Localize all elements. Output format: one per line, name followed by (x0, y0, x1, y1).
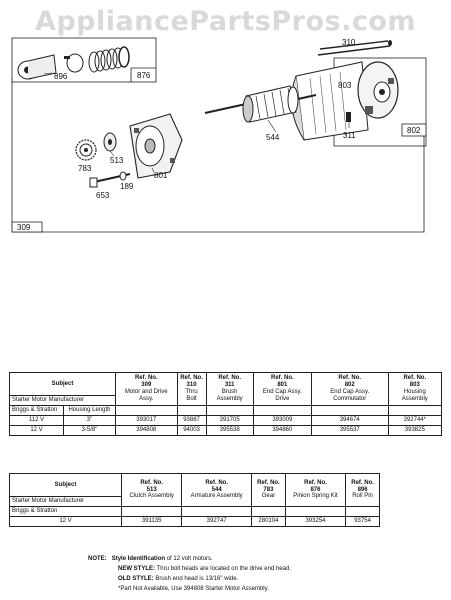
column-header: Ref. No. 513 Clutch Assembly (120, 473, 183, 507)
part-number-cell: 94003 (176, 424, 207, 436)
old-style-label: OLD STYLE: (118, 576, 154, 582)
callout-783: 783 (78, 164, 92, 173)
new-style-text: Thru bolt heads are located on the drive… (156, 566, 291, 572)
thru-bolt-part (317, 40, 392, 56)
callout-801: 801 (154, 171, 168, 180)
column-header: Ref. No. 803 Housing Assembly (387, 372, 443, 406)
bolt-washer-part (89, 171, 131, 188)
part-number-cell: 93754 (345, 515, 380, 527)
table-header-row: Subject Ref. No. 309 Motor and Drive Ass… (9, 372, 443, 406)
part-number-cell: 391705 (205, 414, 254, 426)
old-style-line: OLD STYLE: Brush end head is 13/16" wide… (88, 574, 428, 584)
note-line: NOTE: Style Identification of 12 volt mo… (88, 554, 428, 564)
subject-header: Subject (9, 473, 122, 497)
exploded-parts-diagram: 896 876 309 310 803 31 (11, 37, 427, 233)
commutator-end-box (291, 57, 427, 147)
column-header: Ref. No. 896 Roll Pin (345, 473, 380, 507)
part-number-cell: 391135 (120, 515, 183, 527)
column-header: Ref. No. 311 Brush Assembly (205, 372, 254, 406)
column-header: Ref. No. 802 End Cap Assy. Commutator (310, 372, 389, 406)
inset-876-group (11, 37, 157, 83)
callout-311: 311 (343, 131, 356, 140)
length-cell: 3" (63, 414, 116, 426)
voltage-cell: 12 V (9, 424, 64, 436)
part-number-cell: 392744* (387, 414, 443, 426)
part-number-cell: 392747 (181, 515, 253, 527)
table-row: 112 V 3" 393017 93887 391705 393009 3946… (9, 414, 443, 426)
callout-896: 896 (54, 72, 68, 81)
callout-309: 309 (17, 223, 31, 232)
callout-544: 544 (266, 133, 280, 142)
drive-end-cap-part (129, 113, 183, 179)
table-subheader-row: Briggs & Stratton Housing Length (9, 404, 443, 416)
new-style-line: NEW STYLE: Thru bolt heads are located o… (88, 564, 428, 574)
callout-802: 802 (407, 126, 421, 135)
part-number-cell: 393825 (387, 424, 443, 436)
manufacturer-label: Starter Motor Manufacturer (9, 395, 116, 406)
column-header: Ref. No. 309 Motor and Drive Assy. (115, 372, 178, 406)
column-header: Ref. No. 783 Gear (251, 473, 286, 507)
drive-gear-part (75, 132, 117, 161)
old-style-text: Brush end head is 13/16" wide. (155, 576, 239, 582)
part-number-cell: 394860 (252, 424, 312, 436)
part-number-cell: 394808 (115, 424, 178, 436)
style-identification-text: of 12 volt motors. (166, 556, 213, 562)
column-header: Ref. No. 310 Thru Bolt (176, 372, 207, 406)
parts-table-1-wrap: Subject Ref. No. 309 Motor and Drive Ass… (9, 372, 443, 436)
callout-876: 876 (137, 71, 151, 80)
column-header: Ref. No. 544 Armature Assembly (181, 473, 253, 507)
table-row: 12 V 391135 392747 280104 393254 93754 (9, 515, 380, 527)
callout-513: 513 (110, 156, 124, 165)
part-number-cell: 395538 (205, 424, 254, 436)
notes-section: NOTE: Style Identification of 12 volt mo… (88, 554, 428, 594)
callout-803: 803 (338, 81, 352, 90)
style-identification-label: Style Identification (111, 556, 166, 562)
part-number-cell: 393009 (252, 414, 312, 426)
parts-table-1: Subject Ref. No. 309 Motor and Drive Ass… (9, 372, 443, 436)
briggs-label: Briggs & Stratton (9, 404, 64, 416)
part-number-cell: 393017 (115, 414, 178, 426)
parts-table-2-wrap: Subject Ref. No. 513 Clutch Assembly Ref… (9, 473, 380, 527)
voltage-cell: 12 V (9, 515, 122, 527)
manufacturer-label: Starter Motor Manufacturer (9, 496, 122, 507)
housing-length-label: Housing Length (63, 404, 116, 416)
parts-table-2: Subject Ref. No. 513 Clutch Assembly Ref… (9, 473, 380, 527)
new-style-label: NEW STYLE: (118, 566, 155, 572)
subject-header: Subject (9, 372, 116, 396)
watermark: AppliancePartsPros.com (34, 6, 417, 37)
main-assembly-outline (11, 78, 425, 233)
column-header: Ref. No. 876 Pinion Spring Kit (284, 473, 347, 507)
part-note-line: *Part Not Available, Use 394808 Starter … (118, 586, 269, 592)
column-header: Ref. No. 801 End Cap Assy. Drive (252, 372, 312, 406)
table-subheader-row: Briggs & Stratton (9, 505, 380, 517)
callout-189: 189 (120, 182, 134, 191)
table-row: 12 V 3-5/8" 394808 94003 395538 394860 3… (9, 424, 443, 436)
part-number-cell: 280104 (251, 515, 286, 527)
callout-310: 310 (342, 38, 356, 47)
table-header-row: Subject Ref. No. 513 Clutch Assembly Ref… (9, 473, 380, 507)
voltage-cell: 112 V (9, 414, 64, 426)
part-number-cell: 393254 (284, 515, 347, 527)
part-number-cell: 394674 (310, 414, 389, 426)
length-cell: 3-5/8" (63, 424, 116, 436)
note-label: NOTE: (88, 556, 107, 562)
part-number-cell: 93887 (176, 414, 207, 426)
part-number-cell: 395537 (310, 424, 389, 436)
callout-653: 653 (96, 191, 110, 200)
briggs-label: Briggs & Stratton (9, 505, 122, 517)
armature-part (204, 85, 317, 133)
